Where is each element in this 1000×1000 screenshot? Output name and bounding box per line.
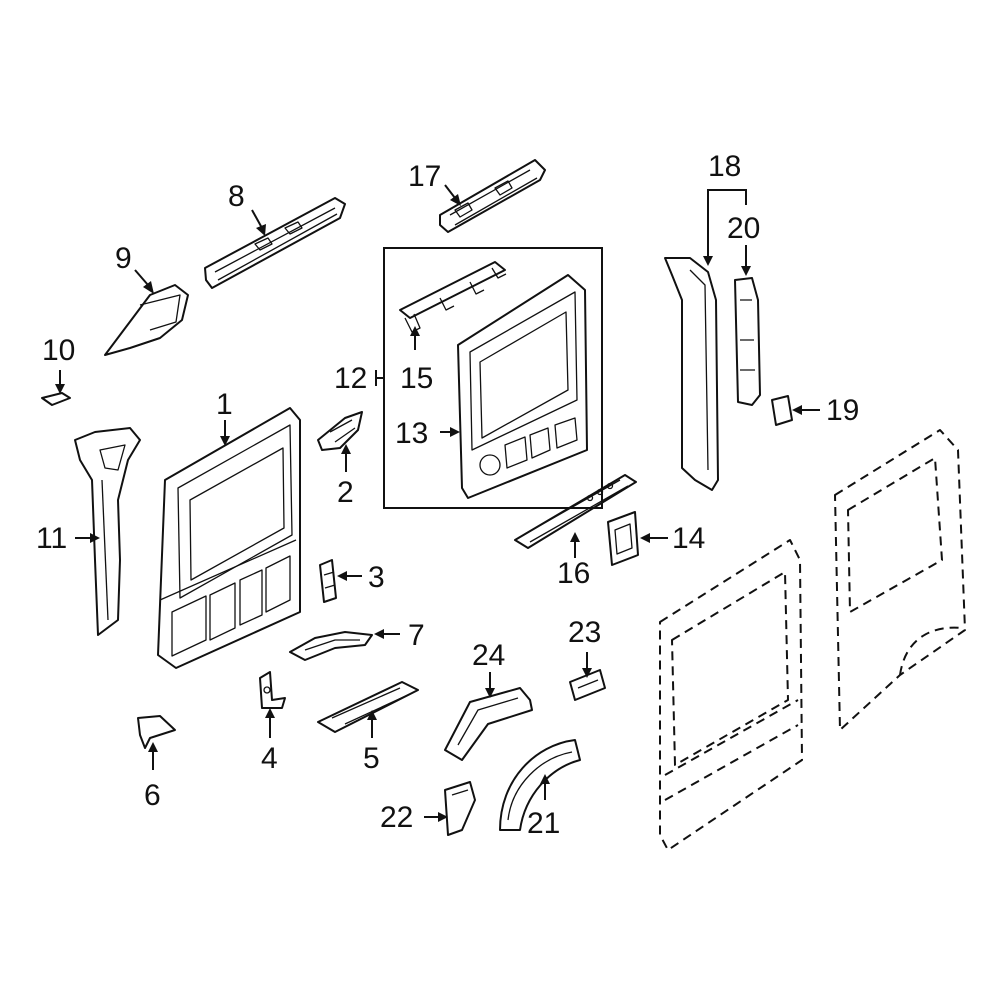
part-6-plate[interactable] [137,715,176,749]
callout-10: 10 [42,334,75,367]
callout-23: 23 [568,616,601,649]
callout-6: 6 [144,779,161,812]
part-2-bracket[interactable] [317,411,363,451]
callout-16: 16 [557,557,590,590]
part-11-pillar[interactable] [74,427,141,636]
part-10-clip[interactable] [41,392,71,406]
callout-20: 20 [727,212,760,245]
callout-12: 12 [334,362,367,395]
outer-side-panel-front-dashed [659,539,803,851]
callout-1: 1 [216,388,233,421]
part-8-roof-rail[interactable] [204,197,346,289]
callout-18: 18 [708,150,741,183]
callout-22: 22 [380,801,413,834]
part-22-bracket[interactable] [444,781,476,836]
part-14-bracket[interactable] [607,511,639,566]
callout-5: 5 [363,742,380,775]
part-3-bracket[interactable] [319,559,337,603]
callout-11: 11 [36,522,67,555]
callout-8: 8 [228,180,245,213]
part-13-rear-panel[interactable] [457,274,588,499]
part-15-header-bar[interactable] [399,261,507,333]
callout-15: 15 [400,362,433,395]
callout-labels: 1 2 3 4 5 6 7 8 9 10 11 12 13 14 15 16 1… [36,150,859,840]
callout-14: 14 [672,522,705,555]
part-21-wheelhouse[interactable] [499,739,581,831]
leader-12 [375,370,384,386]
part-17-roof-bow[interactable] [439,159,546,233]
callout-24: 24 [472,639,505,672]
part-9-gusset[interactable] [104,284,189,356]
part-24-arch[interactable] [444,687,533,761]
callout-19: 19 [826,394,859,427]
outer-side-panel-rear-dashed [834,429,966,731]
callout-3: 3 [368,561,385,594]
part-16-sill[interactable] [514,474,637,549]
callout-7: 7 [408,619,425,652]
part-23-bracket[interactable] [569,669,606,701]
part-1-side-panel[interactable] [157,407,301,669]
part-5-rail[interactable] [317,681,419,733]
leader-lines [55,184,820,822]
part-19-bracket[interactable] [771,395,793,426]
callout-21: 21 [527,807,560,840]
part-18-rear-pillar[interactable] [664,257,719,491]
callout-9: 9 [115,242,132,275]
callout-13: 13 [395,417,428,450]
part-20-reinforcement[interactable] [734,277,761,406]
callout-4: 4 [261,742,278,775]
callout-17: 17 [408,160,441,193]
part-7-brace[interactable] [289,631,373,661]
part-4-bracket[interactable] [259,671,286,709]
callout-2: 2 [337,476,354,509]
